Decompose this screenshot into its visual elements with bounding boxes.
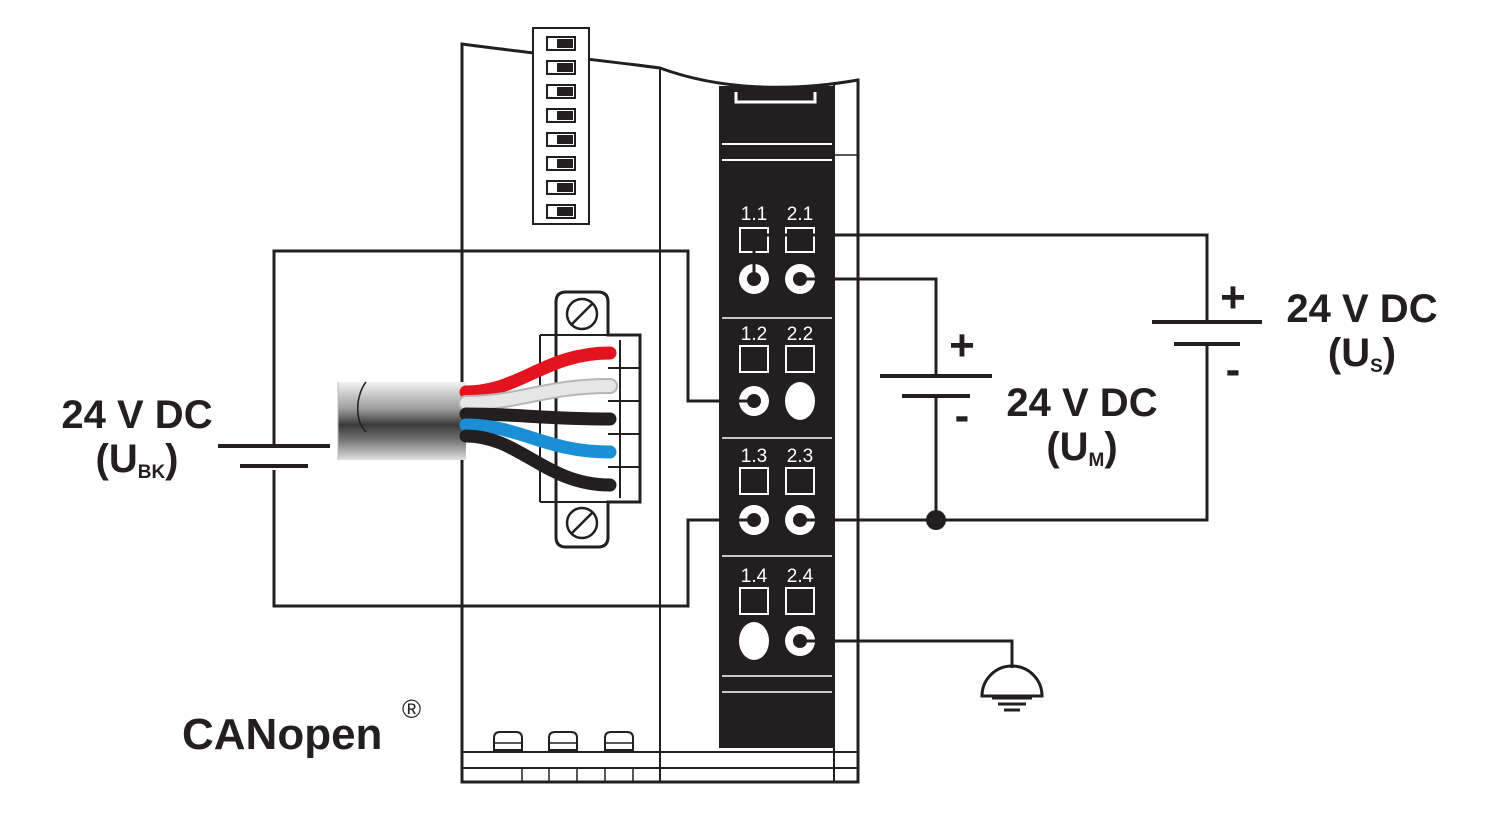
wire-red: [459, 346, 617, 399]
terminal-test-points: [739, 227, 815, 615]
minus-sign-um: -: [955, 391, 970, 440]
battery-symbol-ubk: [218, 444, 330, 468]
minus-sign-us: -: [1226, 345, 1241, 394]
terminal-label-1-2: 1.2: [741, 324, 767, 345]
housing-latches: [493, 731, 634, 782]
wire-ubk-minus: [272, 470, 754, 608]
plus-sign-us: +: [1220, 273, 1246, 322]
terminal-strip: [719, 86, 834, 748]
battery-symbol-us: [1152, 320, 1262, 346]
wire-black: [459, 429, 617, 492]
cable-wires: [458, 346, 618, 492]
source-id-us: (US): [1328, 331, 1396, 377]
wire-um-plus: [800, 277, 938, 376]
wire-ubk-plus: [272, 249, 754, 446]
wire-earth: [800, 639, 1014, 668]
terminal-label-2-3: 2.3: [787, 446, 813, 467]
dip-switch-lever: [557, 111, 573, 120]
terminal-label-2-1: 2.1: [787, 204, 813, 225]
dip-switch-lever: [557, 39, 573, 48]
terminal-label-1-1: 1.1: [741, 204, 767, 225]
battery-symbol-um: [880, 374, 992, 398]
wire-us-plus: [752, 233, 1209, 322]
plus-sign-um: +: [949, 321, 975, 370]
can-cable: [337, 381, 466, 460]
wire-black: [459, 407, 617, 426]
wire-white: [460, 380, 616, 409]
terminal-point-1-4: [739, 622, 769, 660]
source-label-um: + - 24 V DC (UM): [949, 321, 1157, 471]
terminal-label-1-3: 1.3: [741, 446, 767, 467]
wire-blue: [459, 418, 617, 459]
terminal-label-2-4: 2.4: [787, 566, 814, 587]
terminal-labels: 1.1 2.1 1.2 2.2 1.3 2.3 1.4 2.4: [741, 204, 814, 587]
dip-switch-lever: [557, 87, 573, 96]
wire-us-minus: [936, 344, 1209, 522]
registered-mark: ®: [402, 694, 421, 724]
source-id-ubk: (UBK): [96, 437, 179, 483]
dip-switch-lever: [557, 207, 573, 216]
dip-switch-lever: [557, 159, 573, 168]
ground-icon: [980, 664, 1044, 712]
source-voltage-um: 24 V DC: [1006, 381, 1157, 425]
brand-name: CANopen: [182, 710, 382, 759]
dip-switch-lever: [557, 63, 573, 72]
terminal-label-2-2: 2.2: [787, 324, 813, 345]
junction-dot: [926, 510, 946, 530]
source-label-ubk: 24 V DC (UBK): [61, 393, 212, 483]
dip-switch-lever: [557, 183, 573, 192]
terminal-point-2-2: [785, 382, 815, 420]
wiring: [272, 233, 1209, 668]
source-label-us: + - 24 V DC (US): [1220, 273, 1437, 394]
dip-switch-block: [532, 27, 590, 225]
source-voltage-ubk: 24 V DC: [61, 393, 212, 437]
dip-switch-lever: [557, 135, 573, 144]
brand-label: CANopen ®: [182, 694, 421, 759]
terminal-label-1-4: 1.4: [741, 566, 768, 587]
source-id-um: (UM): [1046, 425, 1117, 471]
source-voltage-us: 24 V DC: [1286, 287, 1437, 331]
